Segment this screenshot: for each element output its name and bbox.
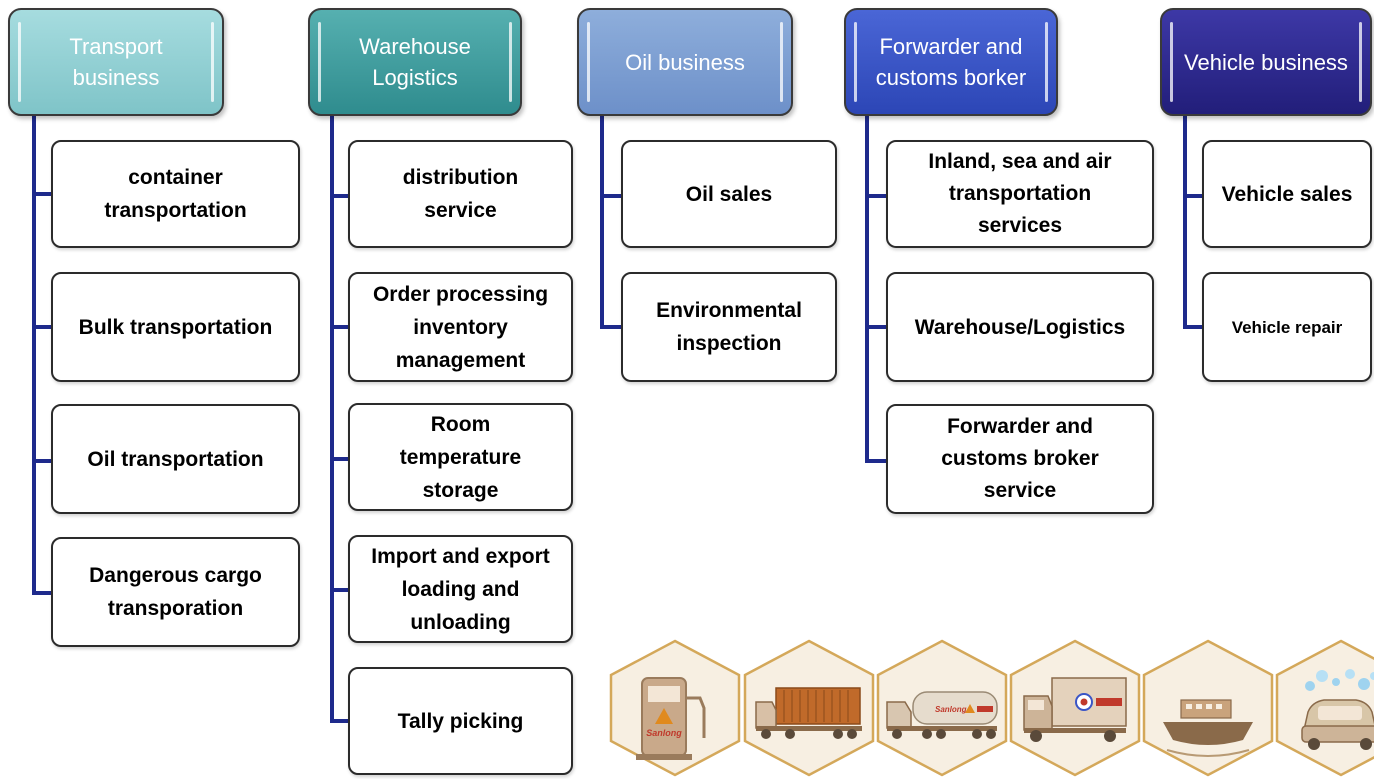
item-tally-picking: Tally picking [348, 667, 573, 775]
container-truck-icon [743, 639, 875, 777]
category-label: Vehicle business [1184, 49, 1348, 75]
category-forwarder-customs: Forwarder and customs borker [844, 8, 1058, 116]
item-oil-sales: Oil sales [621, 140, 837, 248]
item-room-temperature-storage: Room temperature storage [348, 403, 573, 511]
connector-vehicle-vertical [1183, 114, 1187, 328]
connector-oil-2 [600, 325, 622, 329]
category-oil-business: Oil business [577, 8, 793, 116]
connector-warehouse-3 [330, 457, 350, 461]
category-label: Oil business [625, 49, 745, 75]
item-distribution-service: distribution service [348, 140, 573, 248]
item-forwarder-customs-service: Forwarder and customs broker service [886, 404, 1154, 514]
connector-forwarder-vertical [865, 114, 869, 462]
tanker-truck-icon: Sanlong [876, 639, 1008, 777]
connector-transport-vertical [32, 114, 36, 594]
item-vehicle-sales: Vehicle sales [1202, 140, 1372, 248]
hexagon-fuel: Sanlong [608, 638, 742, 778]
connector-forwarder-2 [865, 325, 887, 329]
connector-transport-3 [32, 459, 52, 463]
item-inland-sea-air: Inland, sea and air transportation servi… [886, 140, 1154, 248]
hexagon-ship [1141, 638, 1275, 778]
category-label: Transport business [69, 34, 163, 90]
ship-icon [1142, 639, 1274, 777]
category-transport-business: Transport business [8, 8, 224, 116]
item-oil-transportation: Oil transportation [51, 404, 300, 514]
connector-oil-vertical [600, 114, 604, 328]
connector-warehouse-5 [330, 719, 350, 723]
connector-warehouse-vertical [330, 114, 334, 722]
item-warehouse-logistics: Warehouse/Logistics [886, 272, 1154, 382]
connector-vehicle-2 [1183, 325, 1205, 329]
item-dangerous-cargo: Dangerous cargo transporation [51, 537, 300, 647]
box-truck-icon [1009, 639, 1141, 777]
category-vehicle-business: Vehicle business [1160, 8, 1372, 116]
connector-forwarder-1 [865, 194, 887, 198]
item-vehicle-repair: Vehicle repair [1202, 272, 1372, 382]
category-label: Forwarder and customs borker [875, 34, 1027, 90]
hexagon-car-wash [1274, 638, 1374, 778]
hexagon-tanker: Sanlong [875, 638, 1009, 778]
connector-transport-4 [32, 591, 52, 595]
connector-oil-1 [600, 194, 622, 198]
connector-transport-1 [32, 192, 52, 196]
item-order-processing: Order processing inventory management [348, 272, 573, 382]
hexagon-box-truck [1008, 638, 1142, 778]
category-label: Warehouse Logistics [359, 34, 471, 90]
item-container-transportation: container transportation [51, 140, 300, 248]
svg-text:Sanlong: Sanlong [646, 728, 682, 738]
car-wash-icon [1275, 639, 1374, 777]
connector-vehicle-1 [1183, 194, 1205, 198]
connector-warehouse-4 [330, 588, 350, 592]
item-bulk-transportation: Bulk transportation [51, 272, 300, 382]
hexagon-container-truck [742, 638, 876, 778]
item-environmental-inspection: Environmental inspection [621, 272, 837, 382]
connector-warehouse-2 [330, 325, 350, 329]
connector-warehouse-1 [330, 194, 350, 198]
connector-forwarder-3 [865, 459, 887, 463]
svg-text:Sanlong: Sanlong [935, 705, 967, 714]
category-warehouse-logistics: Warehouse Logistics [308, 8, 522, 116]
connector-transport-2 [32, 325, 52, 329]
fuel-pump-icon: Sanlong [609, 639, 741, 777]
item-import-export-loading: Import and export loading and unloading [348, 535, 573, 643]
